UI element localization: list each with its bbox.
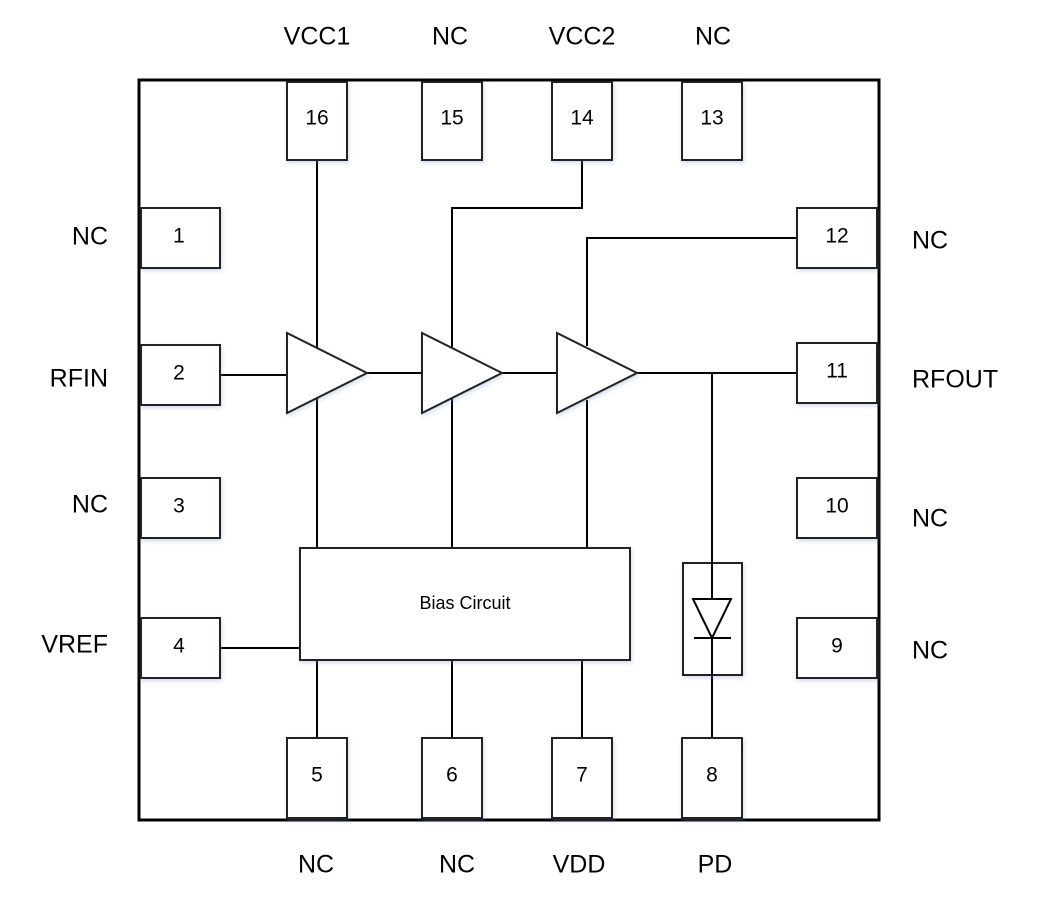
pin-label: VCC2	[549, 23, 616, 51]
pin-label: VDD	[553, 851, 606, 879]
bias-circuit-label: Bias Circuit	[419, 593, 510, 613]
pin-4	[140, 617, 221, 679]
pin-label: NC	[72, 223, 108, 251]
pin-15	[421, 81, 483, 161]
pin-number: 1	[173, 225, 185, 248]
pin-5	[286, 737, 348, 819]
pin-number: 12	[825, 225, 848, 248]
pin-label: NC	[912, 227, 948, 255]
pin-9	[796, 617, 878, 679]
diode-detector	[682, 562, 743, 676]
pin-label: VREF	[41, 631, 108, 659]
pin-11	[796, 342, 878, 404]
pin-number: 9	[831, 635, 843, 658]
pin-number: 15	[440, 107, 463, 130]
pin-number: 6	[446, 764, 458, 787]
amplifier-stage-1	[286, 331, 370, 415]
pin-number: 14	[570, 107, 594, 130]
pin-number: 2	[173, 362, 185, 385]
pin-number: 7	[576, 764, 588, 787]
pin-2	[140, 344, 221, 406]
pin-label: NC	[439, 851, 475, 879]
pin-label: NC	[912, 505, 948, 533]
pin-number: 10	[825, 495, 848, 518]
pin-label: PD	[698, 851, 733, 879]
amplifier-stage-2	[421, 331, 505, 415]
pin-number: 8	[706, 764, 718, 787]
pin-number: 3	[173, 495, 185, 518]
pin-label: NC	[432, 23, 468, 51]
pin-number: 4	[173, 635, 185, 658]
package-outline	[137, 78, 881, 822]
pin-16	[286, 81, 348, 161]
pin-10	[796, 477, 878, 539]
bias-circuit-block: Bias Circuit	[299, 547, 631, 661]
pin-label: NC	[695, 23, 731, 51]
pin-3	[140, 477, 221, 539]
pin-number: 16	[305, 107, 328, 130]
pin-number: 13	[700, 107, 723, 130]
pin-8	[681, 737, 743, 819]
wires	[220, 160, 797, 738]
pin-label: NC	[298, 851, 334, 879]
pin-label: RFOUT	[912, 366, 998, 394]
pin-label: VCC1	[284, 23, 351, 51]
pin-6	[421, 737, 483, 819]
pin-12	[796, 207, 878, 269]
pin-7	[551, 737, 613, 819]
pin-1	[140, 207, 221, 269]
diode-icon	[691, 598, 733, 641]
pin-label: RFIN	[50, 365, 108, 393]
pin-label: NC	[912, 637, 948, 665]
amplifier-stage-3	[556, 331, 640, 415]
pin-label: NC	[72, 491, 108, 519]
pin-13	[681, 81, 743, 161]
pin-number: 11	[826, 360, 848, 383]
pin-number: 5	[311, 764, 323, 787]
pin-14	[551, 81, 613, 161]
